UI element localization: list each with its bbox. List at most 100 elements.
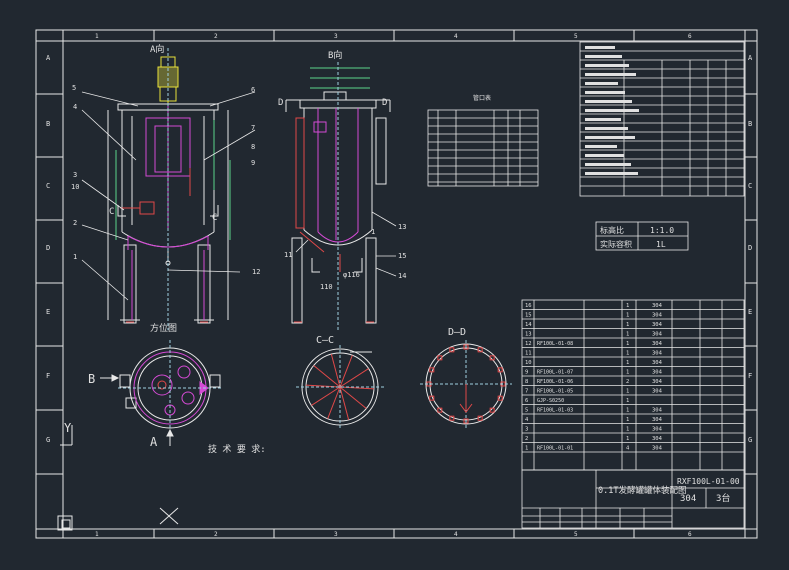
drawing-frame <box>35 29 758 539</box>
part-balloon-11: 11 <box>284 251 292 259</box>
bom-item-code: GJP-S0250 <box>537 398 564 404</box>
col-number-top: 5 <box>574 33 578 40</box>
section-cc-label: C—C <box>316 335 334 346</box>
part-balloon-13: 13 <box>398 223 406 231</box>
bom-item-material: 304 <box>652 370 663 376</box>
bom-item-material: 304 <box>652 332 663 338</box>
col-number-bottom: 2 <box>214 531 218 538</box>
bom-item-material: 304 <box>652 313 663 319</box>
row-letter-right: D <box>748 244 752 252</box>
bom-item-no: 11 <box>525 351 532 357</box>
plan-view: 方位图 B A <box>88 322 222 449</box>
part-balloon-3: 3 <box>73 171 77 179</box>
bom-item-qty: 1 <box>626 427 629 433</box>
bom-item-no: 13 <box>525 332 532 338</box>
bom-item-no: 14 <box>525 322 532 328</box>
plan-mark-b: B <box>88 372 95 386</box>
tech-requirements-heading: 技 术 要 求: <box>208 443 266 455</box>
nozzle-table-title: 管口表 <box>473 94 491 102</box>
bom-item-qty: 1 <box>626 303 629 309</box>
col-number-bottom: 1 <box>95 531 99 538</box>
row-letter-right: G <box>748 436 752 444</box>
part-balloon-12: 12 <box>252 268 260 276</box>
bom-item-code: RF100L-01-05 <box>537 389 573 395</box>
row-letter-left: A <box>46 54 51 62</box>
bom-item-code: RF100L-01-07 <box>537 370 573 376</box>
bom-item-no: 8 <box>525 379 528 385</box>
row-letter-left: D <box>46 244 50 252</box>
bom-item-code: RF100L-01-08 <box>537 341 573 347</box>
bom-item-material: 304 <box>652 303 663 309</box>
bom-item-qty: 1 <box>626 408 629 414</box>
bom-item-code: RF100L-01-06 <box>537 379 573 385</box>
bill-of-materials <box>521 299 745 471</box>
row-letter-left: F <box>46 372 50 380</box>
row-letter-left: B <box>46 120 50 128</box>
col-number-bottom: 6 <box>688 531 692 538</box>
view-a-dimension-text <box>115 120 231 240</box>
bom-item-code: RF100L-01-03 <box>537 408 573 414</box>
scale-label: 标高比 <box>600 225 624 235</box>
view-a-label: A向 <box>150 43 164 55</box>
bom-item-material: 304 <box>652 379 663 385</box>
agitator-drive <box>157 56 179 108</box>
bom-item-qty: 1 <box>626 332 629 338</box>
part-balloon-6: 6 <box>251 86 255 94</box>
scale-value: 1:1.0 <box>650 226 674 235</box>
bom-item-no: 15 <box>525 313 532 319</box>
bom-item-material: 304 <box>652 389 663 395</box>
bom-item-material: 304 <box>652 408 663 414</box>
axis-y-mark: Y <box>64 421 72 435</box>
bom-item-qty: 1 <box>626 351 629 357</box>
part-balloon-8: 8 <box>251 143 255 151</box>
section-mark-d-right: D <box>382 98 387 108</box>
material-value: 304 <box>680 494 696 504</box>
part-balloon-14: 14 <box>398 272 406 280</box>
row-letter-right: B <box>748 120 752 128</box>
nozzle-table: 管口表 <box>427 94 539 187</box>
col-number-bottom: 3 <box>334 531 338 538</box>
title-block <box>521 469 745 529</box>
row-letter-left: C <box>46 182 50 190</box>
section-dd-label: D—D <box>448 327 466 338</box>
row-letter-left: E <box>46 308 50 316</box>
part-balloon-5: 5 <box>72 84 76 92</box>
bom-item-no: 2 <box>525 436 528 442</box>
row-letter-right: A <box>748 54 753 62</box>
bom-item-no: 1 <box>525 446 528 452</box>
bom-item-qty: 1 <box>626 322 629 328</box>
col-number-top: 4 <box>454 33 458 40</box>
col-number-top: 2 <box>214 33 218 40</box>
row-letter-right: C <box>748 182 752 190</box>
bom-item-material: 304 <box>652 446 663 452</box>
bom-item-no: 10 <box>525 360 532 366</box>
bom-item-qty: 1 <box>626 341 629 347</box>
view-b-label: B向 <box>328 49 342 61</box>
row-letter-left: G <box>46 436 50 444</box>
bom-item-qty: 1 <box>626 360 629 366</box>
bom-item-no: 12 <box>525 341 532 347</box>
bom-item-material: 304 <box>652 417 663 423</box>
part-balloon-1: 1 <box>371 228 375 236</box>
part-balloon-2: 2 <box>73 219 77 227</box>
bom-item-qty: 1 <box>626 417 629 423</box>
bom-item-no: 9 <box>525 370 528 376</box>
bom-item-code: RF100L-01-01 <box>537 446 573 452</box>
part-balloon-15: 15 <box>398 252 406 260</box>
bom-item-no: 5 <box>525 408 528 414</box>
bom-item-qty: 1 <box>626 389 629 395</box>
bom-item-material: 304 <box>652 351 663 357</box>
volume-label: 实际容积 <box>600 239 632 249</box>
row-letter-right: F <box>748 372 752 380</box>
bom-item-qty: 1 <box>626 313 629 319</box>
view-b-elevation: B向 <box>278 49 406 330</box>
bom-item-no: 4 <box>525 417 529 423</box>
part-balloon-10: 10 <box>71 183 79 191</box>
part-balloon-7: 7 <box>251 124 255 132</box>
view-a-elevation: A向 <box>71 43 260 330</box>
section-mark-c-right: C <box>212 213 217 223</box>
part-balloon-9: 9 <box>251 159 255 167</box>
bom-item-qty: 2 <box>626 379 629 385</box>
